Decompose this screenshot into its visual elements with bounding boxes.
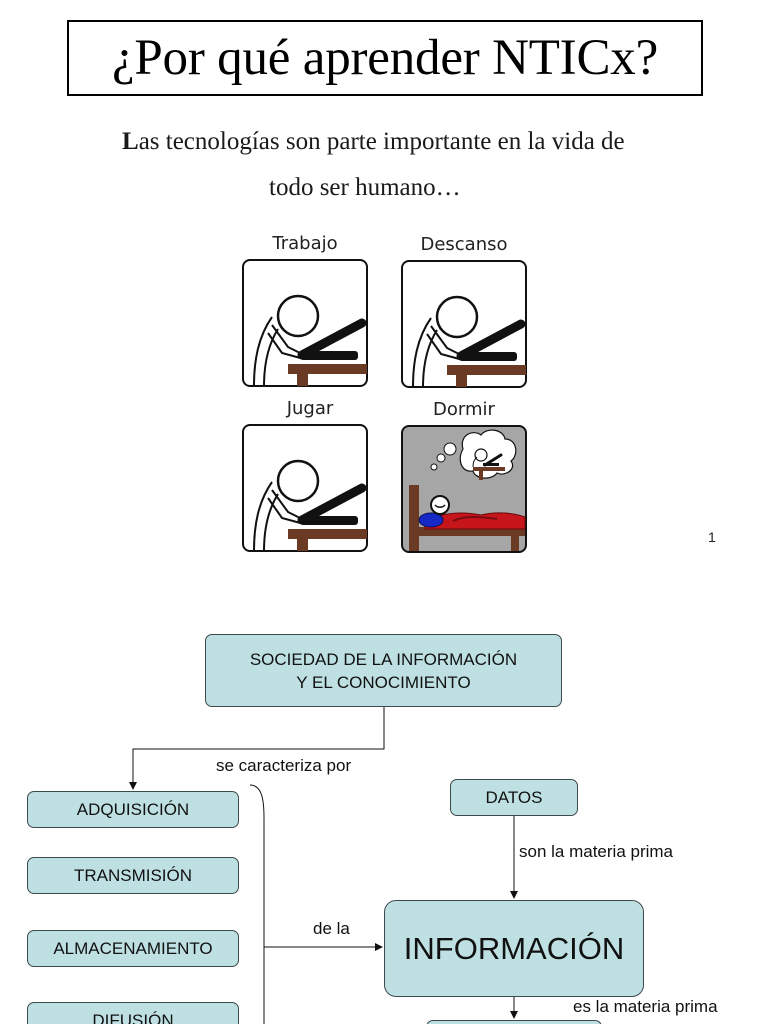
page-title: ¿Por qué aprender NTICx? [67,20,703,96]
laptop-play-illustration [242,424,368,552]
node-transmision: TRANSMISIÓN [27,857,239,894]
node-sociedad-line-1: SOCIEDAD DE LA INFORMACIÓN [249,649,518,669]
intro-dropcap: L [122,128,139,155]
laptop-rest-illustration [401,260,527,388]
laptop-work-illustration [242,259,368,387]
panel-caption-trabajo: Trabajo [272,233,338,254]
edge-label-es-la-materia-prima: es la materia prima [573,997,718,1016]
edge-label-se-caracteriza-por: se caracteriza por [216,756,352,775]
panel-caption-dormir: Dormir [433,399,495,420]
panel-caption-jugar: Jugar [286,398,334,419]
node-sociedad-line-2: Y EL CONOCIMIENTO [296,672,471,692]
node-difusion: DIFUSIÓN [27,1002,239,1024]
node-almacenamiento: ALMACENAMIENTO [27,930,239,967]
edge-label-son-la-materia-prima: son la materia prima [519,842,674,861]
node-adquisicion: ADQUISICIÓN [27,791,239,828]
node-datos: DATOS [450,779,578,816]
page-number: 1 [708,529,716,545]
node-next-partial [426,1020,602,1024]
edge-label-de-la: de la [313,919,350,938]
intro-line-2: todo ser humano… [269,174,461,201]
panel-caption-descanso: Descanso [420,234,508,255]
sleeping-dream-illustration [401,425,527,553]
intro-line-1-text: as tecnologías son parte importante en l… [138,128,625,155]
node-informacion: INFORMACIÓN [384,900,644,997]
intro-line-1: Las tecnologías son parte importante en … [122,128,762,164]
node-sociedad-informacion: SOCIEDAD DE LA INFORMACIÓN Y EL CONOCIMI… [205,634,562,707]
